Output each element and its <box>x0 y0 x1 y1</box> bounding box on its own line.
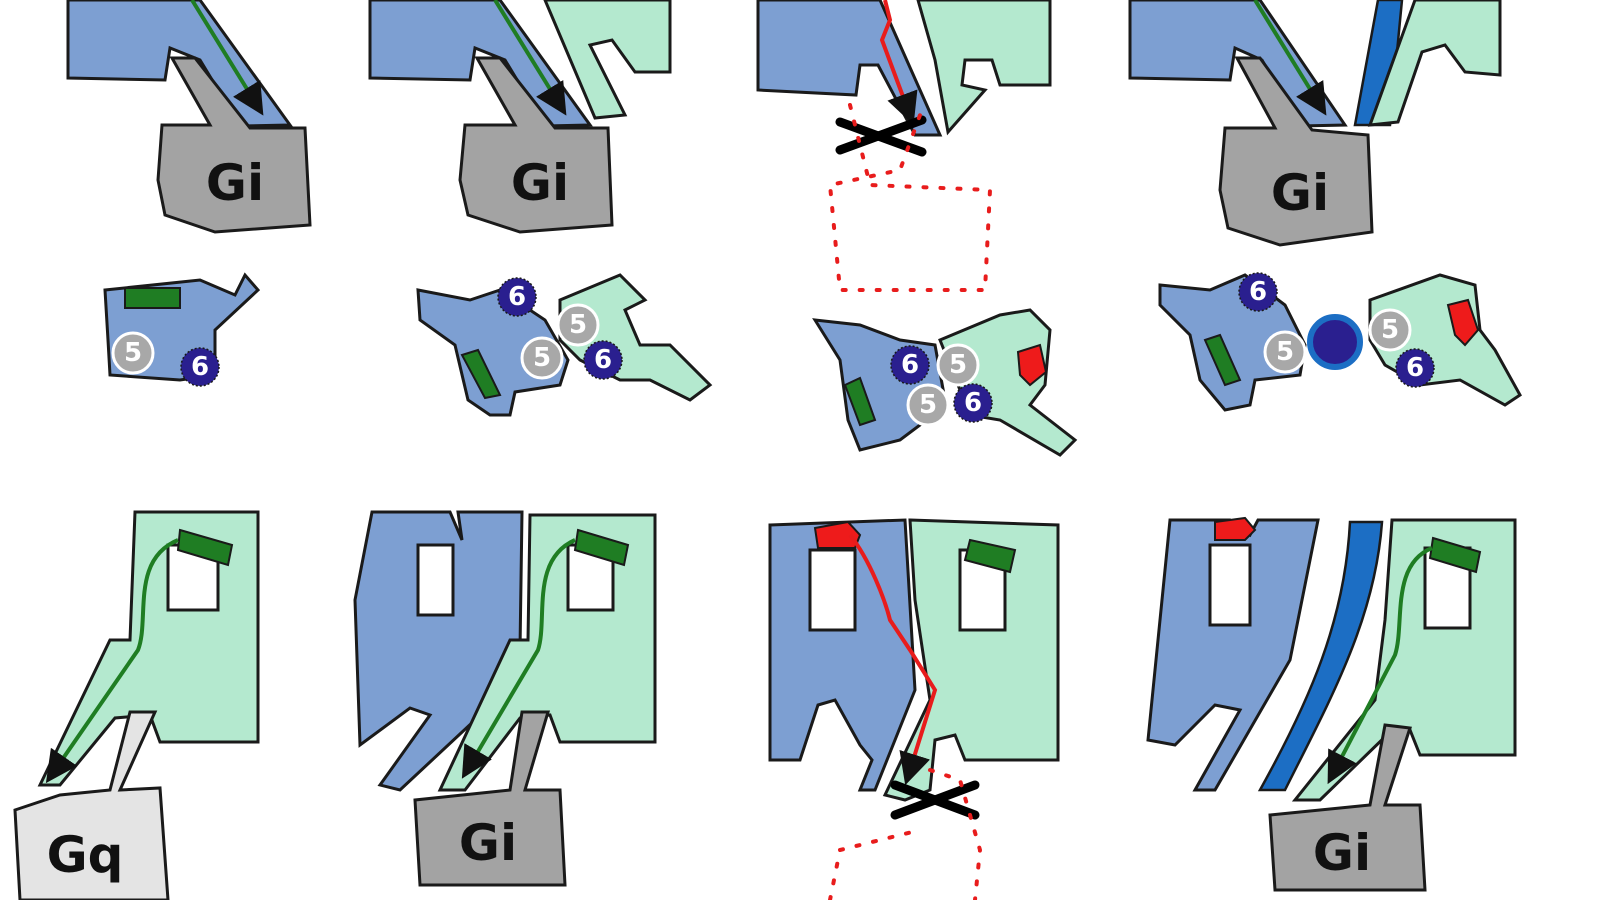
activation-arrow <box>493 0 567 116</box>
activation-site <box>460 348 502 400</box>
receptor-a <box>368 0 593 128</box>
panel-bottom-2: Gi <box>353 510 657 887</box>
residue-5: 5 <box>1263 330 1307 374</box>
panel-mid-3: 6 5 5 6 <box>812 308 1078 457</box>
receptor-a <box>353 510 524 792</box>
activation-site <box>963 538 1017 574</box>
receptor-b <box>882 518 1060 802</box>
blocked-signal-arrow <box>879 0 918 125</box>
panel-top-4: Gi <box>1128 0 1502 247</box>
activation-arrow <box>190 0 264 116</box>
activation-site <box>1428 536 1482 574</box>
gi-protein <box>156 56 312 234</box>
residue-6: 6 <box>583 340 623 380</box>
gi-label: Gi <box>206 154 264 212</box>
gq-label: Gq <box>47 826 124 884</box>
svg-text:5: 5 <box>949 350 967 380</box>
receptor-b <box>543 0 672 120</box>
svg-text:6: 6 <box>594 345 612 375</box>
residue-6: 6 <box>180 347 220 387</box>
svg-text:5: 5 <box>1276 337 1294 367</box>
gi-label: Gi <box>1271 164 1329 222</box>
residue-5: 5 <box>556 303 600 347</box>
activation-arrow <box>45 538 179 784</box>
svg-text:5: 5 <box>124 338 142 368</box>
residue-5: 5 <box>111 331 155 375</box>
residue-6: 6 <box>890 345 930 385</box>
gq-protein <box>13 710 170 900</box>
svg-text:6: 6 <box>191 352 209 382</box>
svg-text:5: 5 <box>919 390 937 420</box>
svg-text:6: 6 <box>964 388 982 418</box>
residue-5: 5 <box>906 383 950 427</box>
receptor-a-top-view <box>1158 273 1307 412</box>
svg-text:5: 5 <box>569 310 587 340</box>
panel-bottom-3 <box>768 518 1060 900</box>
receptor-pocket <box>416 543 455 617</box>
activation-arrow <box>461 538 576 779</box>
block-x-icon <box>890 780 980 820</box>
ligand-band <box>1257 520 1384 792</box>
blocked-site <box>813 520 862 549</box>
panel-mid-1: 5 6 <box>103 272 261 387</box>
activation-arrow <box>1327 546 1433 785</box>
gi-protein <box>1268 723 1427 892</box>
receptor-a <box>1128 0 1348 128</box>
gi-label: Gi <box>1313 824 1371 882</box>
blocked-signal-arrow <box>848 533 938 786</box>
blocked-site <box>1446 298 1480 347</box>
receptor-pocket <box>166 543 220 612</box>
receptor-pocket <box>808 548 857 632</box>
activation-site <box>1203 333 1242 387</box>
gi-protein <box>413 710 567 887</box>
activation-site <box>176 528 234 567</box>
absent-gprotein-outline <box>827 103 993 292</box>
panel-mid-4: 6 5 5 6 <box>1158 272 1522 412</box>
panel-bottom-4: Gi <box>1146 516 1517 892</box>
activation-site <box>573 528 630 567</box>
panel-top-1: Gi <box>66 0 312 234</box>
panel-top-3 <box>756 0 1052 292</box>
receptor-b <box>916 0 1052 136</box>
svg-text:6: 6 <box>508 282 526 312</box>
gi-label: Gi <box>511 154 569 212</box>
blocked-site <box>1016 343 1048 387</box>
svg-text:6: 6 <box>1249 277 1267 307</box>
residue-6: 6 <box>953 383 993 423</box>
panel-top-2: Gi <box>368 0 672 234</box>
receptor-a <box>756 0 943 137</box>
receptor-pocket <box>1208 543 1252 627</box>
residue-5: 5 <box>1368 308 1412 352</box>
activation-site <box>124 287 181 309</box>
gi-label: Gi <box>459 814 517 872</box>
svg-text:6: 6 <box>901 350 919 380</box>
residue-6: 6 <box>1395 348 1435 388</box>
residue-5: 5 <box>520 336 564 380</box>
receptor-b <box>1367 0 1502 127</box>
panel-bottom-1: Gq <box>13 510 260 900</box>
svg-text:5: 5 <box>1381 315 1399 345</box>
residue-6: 6 <box>1238 272 1278 312</box>
residue-6: 6 <box>497 277 537 317</box>
svg-text:6: 6 <box>1406 353 1424 383</box>
absent-gprotein-outline <box>828 768 983 900</box>
gi-protein <box>1218 56 1374 247</box>
activation-site <box>843 376 877 427</box>
activation-arrow <box>1253 0 1327 116</box>
ligand-molecule <box>1307 314 1363 370</box>
panel-mid-2: 6 5 5 6 <box>416 273 713 417</box>
blocked-site <box>1214 516 1257 541</box>
svg-text:5: 5 <box>533 343 551 373</box>
residue-5: 5 <box>936 343 980 387</box>
